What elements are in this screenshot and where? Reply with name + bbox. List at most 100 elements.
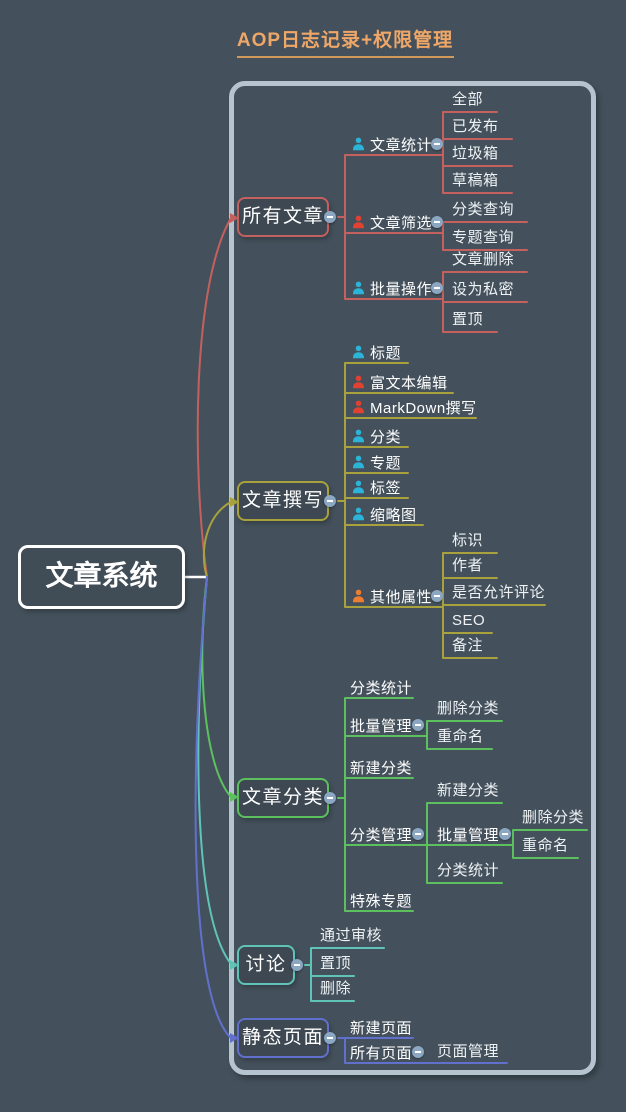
branch-label: 静态页面 (241, 1027, 324, 1048)
collapse-button[interactable] (412, 828, 424, 840)
child-topic[interactable]: 其他属性 (351, 587, 433, 606)
child-topic[interactable]: 批量操作 (351, 279, 433, 298)
collapse-button[interactable] (499, 828, 511, 840)
branch-box-discussion[interactable]: 讨论 (237, 945, 295, 985)
leaf-node[interactable]: 垃圾箱 (452, 145, 499, 162)
branch-lines-article-category (201, 576, 588, 912)
user-icon (351, 454, 366, 470)
child-topic-label: 富文本编辑 (370, 374, 448, 392)
child-topic[interactable]: 分类统计 (350, 678, 413, 697)
child-topic-label: 批量管理 (350, 717, 413, 735)
collapse-button[interactable] (412, 1046, 424, 1058)
branch-lines-article-writing (202, 362, 546, 659)
child-topic-label: 缩略图 (370, 506, 417, 524)
collapse-button[interactable] (431, 590, 443, 602)
child-topic-label: 文章统计 (370, 136, 433, 154)
child-topic[interactable]: 分类管理 (350, 825, 413, 844)
child-topic-label: 新建分类 (350, 759, 413, 777)
user-icon (351, 399, 366, 415)
leaf-node[interactable]: 置顶 (320, 955, 352, 972)
user-icon (351, 506, 366, 522)
branch-box-article-writing[interactable]: 文章撰写 (237, 481, 329, 521)
leaf-node[interactable]: 重命名 (522, 837, 569, 854)
child-topic[interactable]: 文章筛选 (351, 213, 433, 232)
branch-lines-static-pages (194, 576, 508, 1064)
user-icon (351, 588, 366, 604)
user-icon (351, 136, 366, 152)
child-topic[interactable]: 富文本编辑 (351, 373, 448, 392)
child-topic-label: 文章筛选 (370, 214, 433, 232)
child-topic[interactable]: MarkDown撰写 (351, 398, 477, 417)
leaf-node[interactable]: 专题查询 (452, 229, 515, 246)
branch-box-all-articles[interactable]: 所有文章 (237, 197, 329, 237)
leaf-node[interactable]: 页面管理 (437, 1043, 500, 1060)
leaf-node[interactable]: 设为私密 (452, 281, 515, 298)
child-topic-label: 其他属性 (370, 588, 433, 606)
branch-box-static-pages[interactable]: 静态页面 (237, 1018, 329, 1058)
child-topic-label: 分类统计 (350, 679, 413, 697)
collapse-button[interactable] (324, 792, 336, 804)
collapse-button[interactable] (291, 959, 303, 971)
leaf-node[interactable]: 重命名 (437, 728, 484, 745)
child-topic-label: 批量管理 (437, 826, 500, 844)
child-topic[interactable]: 新建页面 (350, 1018, 413, 1037)
child-topic-label: 标签 (370, 479, 402, 497)
leaf-node[interactable]: 置顶 (452, 311, 484, 328)
leaf-node[interactable]: 分类统计 (437, 862, 500, 879)
collapse-button[interactable] (412, 719, 424, 731)
collapse-button[interactable] (324, 211, 336, 223)
leaf-node[interactable]: 删除 (320, 980, 352, 997)
leaf-node[interactable]: 分类查询 (452, 201, 515, 218)
collapse-button[interactable] (431, 216, 443, 228)
child-topic[interactable]: 标签 (351, 478, 402, 497)
user-icon (351, 374, 366, 390)
leaf-node[interactable]: 删除分类 (437, 700, 500, 717)
child-topic-label: 新建页面 (350, 1019, 413, 1037)
leaf-node[interactable]: 通过审核 (320, 927, 383, 944)
branch-lines-all-articles (196, 111, 528, 578)
leaf-node[interactable]: 是否允许评论 (452, 584, 546, 601)
root-node[interactable]: 文章系统 (18, 545, 185, 609)
child-topic-label: 分类 (370, 428, 402, 446)
child-topic[interactable]: 特殊专题 (350, 891, 413, 910)
branch-label: 所有文章 (241, 206, 324, 227)
child-topic[interactable]: 缩略图 (351, 505, 417, 524)
collapse-button[interactable] (431, 138, 443, 150)
child-topic[interactable]: 批量管理 (437, 825, 500, 844)
child-topic-label: MarkDown撰写 (370, 399, 477, 417)
child-topic-label: 分类管理 (350, 826, 413, 844)
leaf-node[interactable]: 草稿箱 (452, 172, 499, 189)
branch-label: 讨论 (245, 954, 287, 975)
child-topic[interactable]: 文章统计 (351, 135, 433, 154)
leaf-node[interactable]: 删除分类 (522, 809, 585, 826)
child-topic[interactable]: 标题 (351, 343, 402, 362)
child-topic-label: 标题 (370, 344, 402, 362)
leaf-node[interactable]: 备注 (452, 637, 484, 654)
user-icon (351, 479, 366, 495)
leaf-node[interactable]: 文章删除 (452, 251, 515, 268)
boundary-frame (229, 81, 596, 1075)
user-icon (351, 214, 366, 230)
leaf-node[interactable]: 新建分类 (437, 782, 500, 799)
child-topic-label: 专题 (370, 454, 402, 472)
child-topic-label: 批量操作 (370, 280, 433, 298)
child-topic[interactable]: 专题 (351, 453, 402, 472)
leaf-node[interactable]: 全部 (452, 91, 484, 108)
leaf-node[interactable]: 作者 (452, 557, 484, 574)
collapse-button[interactable] (324, 495, 336, 507)
child-topic-label: 特殊专题 (350, 892, 413, 910)
child-topic[interactable]: 批量管理 (350, 716, 413, 735)
child-topic[interactable]: 新建分类 (350, 758, 413, 777)
branch-box-article-category[interactable]: 文章分类 (237, 778, 329, 818)
map-title[interactable]: AOP日志记录+权限管理 (236, 30, 454, 51)
collapse-button[interactable] (324, 1032, 336, 1044)
leaf-node[interactable]: SEO (452, 612, 486, 629)
collapse-button[interactable] (431, 282, 443, 294)
map-title-underline (237, 56, 454, 58)
leaf-node[interactable]: 已发布 (452, 118, 499, 135)
leaf-node[interactable]: 标识 (452, 532, 484, 549)
child-topic[interactable]: 所有页面 (350, 1043, 412, 1062)
child-topic[interactable]: 分类 (351, 427, 402, 446)
